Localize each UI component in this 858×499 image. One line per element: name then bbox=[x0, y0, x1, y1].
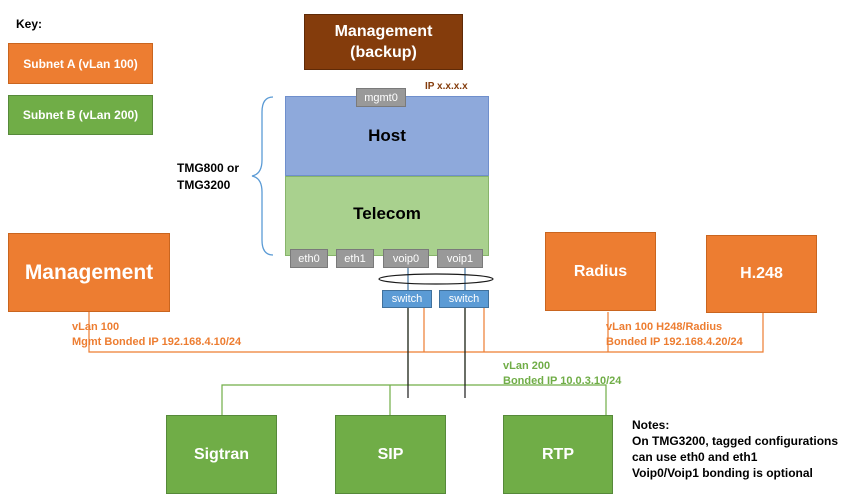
device-name: TMG800 or TMG3200 bbox=[177, 160, 239, 194]
management-backup-box: Management (backup) bbox=[304, 14, 463, 70]
vlan200-vlan: vLan 200 bbox=[503, 360, 551, 372]
management-label: Management bbox=[24, 260, 154, 284]
vlan200-label: vLan 200 Bonded IP 10.0.3.10/24 bbox=[503, 359, 621, 389]
switch-left-label: switch bbox=[391, 293, 423, 305]
host-label: Host bbox=[368, 126, 406, 145]
device-name-line2: TMG3200 bbox=[177, 178, 231, 192]
key-subnet-b-label: Subnet B (vLan 200) bbox=[22, 108, 139, 122]
port-voip1-label: voip1 bbox=[446, 252, 474, 265]
radius-label: Radius bbox=[573, 262, 628, 280]
port-voip0-label: voip0 bbox=[392, 252, 420, 265]
bond-ellipse bbox=[378, 273, 494, 285]
management-backup-line2: (backup) bbox=[350, 44, 417, 61]
bus-line bbox=[407, 308, 466, 398]
host-box: Host bbox=[285, 96, 489, 176]
mgmt0-ip: IP x.x.x.x bbox=[425, 81, 468, 92]
key-title: Key: bbox=[16, 17, 43, 31]
h248-label: H.248 bbox=[740, 265, 783, 282]
rtp-label: RTP bbox=[542, 445, 574, 463]
port-eth1: eth1 bbox=[336, 249, 374, 268]
vlan100-line bbox=[88, 308, 764, 353]
notes: Notes: On TMG3200, tagged configurations… bbox=[632, 417, 838, 481]
port-eth0-label: eth0 bbox=[298, 252, 320, 265]
switch-right-label: switch bbox=[448, 293, 480, 305]
h248-vlan-label: vLan 100 H248/Radius Bonded IP 192.168.4… bbox=[606, 320, 743, 350]
port-eth0: eth0 bbox=[290, 249, 328, 268]
notes-title: Notes: bbox=[632, 418, 670, 432]
device-brace bbox=[251, 96, 274, 256]
telecom-box: Telecom bbox=[285, 176, 489, 256]
key-subnet-b: Subnet B (vLan 200) bbox=[8, 95, 153, 135]
key-subnet-a: Subnet A (vLan 100) bbox=[8, 43, 153, 84]
h248-ip: Bonded IP 192.168.4.20/24 bbox=[606, 336, 743, 348]
port-eth1-label: eth1 bbox=[344, 252, 366, 265]
port-mgmt0: mgmt0 bbox=[356, 88, 406, 107]
port-switch-line bbox=[407, 268, 466, 290]
sip-label: SIP bbox=[377, 445, 404, 463]
sigtran-label: Sigtran bbox=[193, 445, 250, 463]
h248-vlan: vLan 100 H248/Radius bbox=[606, 321, 723, 333]
h248-box: H.248 bbox=[706, 235, 817, 313]
notes-line3: Voip0/Voip1 bonding is optional bbox=[632, 466, 813, 480]
management-ip: Mgmt Bonded IP 192.168.4.10/24 bbox=[72, 336, 242, 348]
notes-line1: On TMG3200, tagged configurations bbox=[632, 434, 839, 448]
radius-box: Radius bbox=[545, 232, 656, 311]
port-mgmt0-label: mgmt0 bbox=[364, 91, 398, 104]
management-backup-line1: Management bbox=[334, 23, 433, 40]
sip-box: SIP bbox=[335, 415, 446, 494]
port-voip0: voip0 bbox=[383, 249, 429, 268]
management-vlan-label: vLan 100 Mgmt Bonded IP 192.168.4.10/24 bbox=[72, 320, 241, 350]
key-subnet-a-label: Subnet A (vLan 100) bbox=[23, 56, 138, 71]
switch-right: switch bbox=[439, 290, 489, 308]
device-name-line1: TMG800 or bbox=[177, 161, 240, 175]
rtp-box: RTP bbox=[503, 415, 613, 494]
switch-left: switch bbox=[382, 290, 432, 308]
port-voip1: voip1 bbox=[437, 249, 483, 268]
sigtran-box: Sigtran bbox=[166, 415, 277, 494]
management-vlan: vLan 100 bbox=[72, 321, 120, 333]
vlan200-ip: Bonded IP 10.0.3.10/24 bbox=[503, 375, 622, 387]
management-box: Management bbox=[8, 233, 170, 312]
telecom-label: Telecom bbox=[353, 204, 421, 223]
notes-line2: can use eth0 and eth1 bbox=[632, 450, 758, 464]
